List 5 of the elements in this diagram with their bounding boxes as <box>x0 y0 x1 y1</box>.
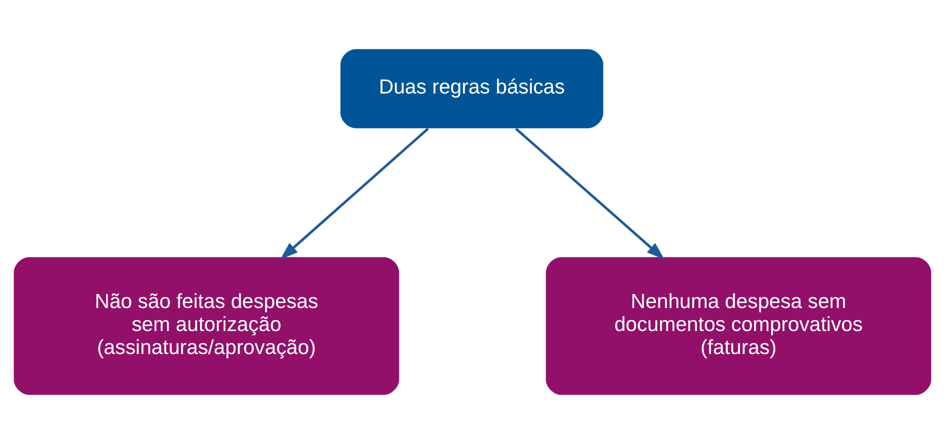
node-box: Não são feitas despesas sem autorização (assinaturas/aprovação) <box>14 257 400 395</box>
node-box: Nenhuma despesa sem documentos comprovativos (faturas) <box>546 257 932 395</box>
arrow <box>515 128 664 260</box>
node-box: Duas regras básicas <box>340 49 604 128</box>
arrow <box>280 128 429 260</box>
